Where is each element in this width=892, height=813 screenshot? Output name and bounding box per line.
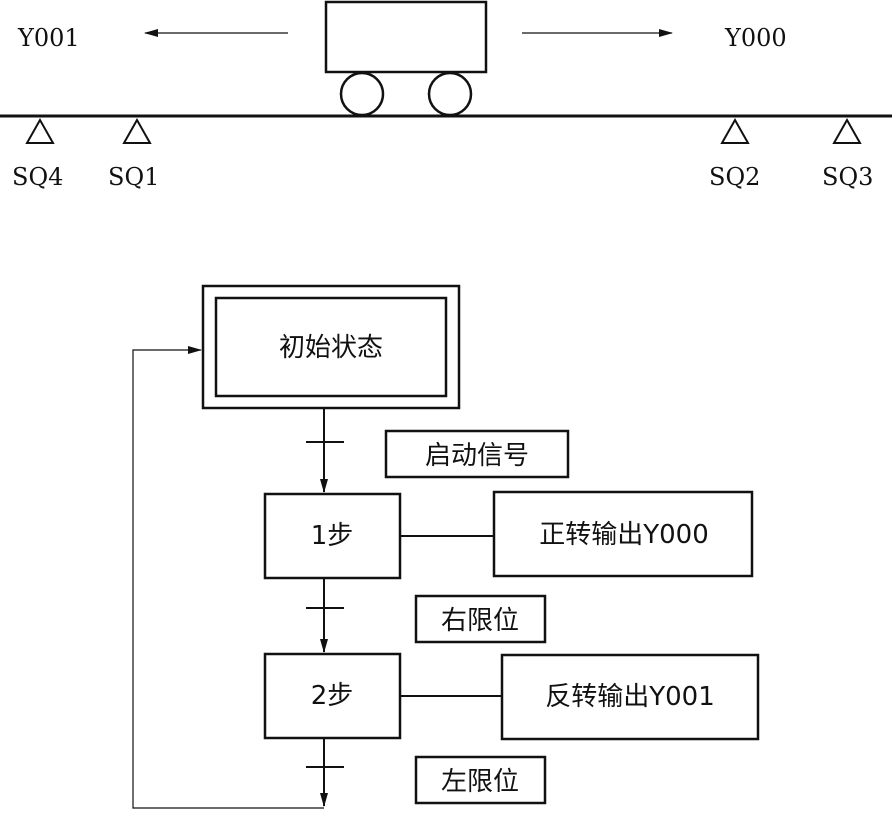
initial-state-label: 初始状态 xyxy=(279,333,383,363)
start-signal-box xyxy=(384,429,570,479)
sensor-sq3-triangle-icon xyxy=(832,117,862,144)
step2-box xyxy=(263,652,402,740)
left-limit-box xyxy=(414,755,547,805)
sensor-sq4: SQ4 xyxy=(12,117,63,191)
step2-label: 2步 xyxy=(311,681,354,711)
right-limit-label: 右限位 xyxy=(441,606,519,636)
cart-illustration xyxy=(324,0,488,117)
sensor-sq1-label: SQ1 xyxy=(108,163,159,191)
step2-action-box xyxy=(500,653,760,741)
initial-state-step: 初始状态 xyxy=(201,284,461,410)
sensor-sq2-label: SQ2 xyxy=(709,163,760,191)
return-loop-line xyxy=(132,346,324,809)
cart-wheel-left xyxy=(339,71,385,117)
step1-action-box xyxy=(492,490,754,578)
sensor-sq3-label: SQ3 xyxy=(822,163,873,191)
step1-label: 1步 xyxy=(311,521,354,551)
cart-wheel-right xyxy=(427,71,473,117)
right-limit-box xyxy=(414,594,547,644)
sensor-sq1-triangle-icon xyxy=(122,117,152,144)
start-signal-label: 启动信号 xyxy=(425,441,529,471)
left-output-label: Y001 xyxy=(17,24,80,52)
step2-action-label: 反转输出Y001 xyxy=(545,682,715,712)
sensor-sq1: SQ1 xyxy=(108,117,159,191)
sensor-sq2: SQ2 xyxy=(709,117,760,191)
step1-action-label: 正转输出Y000 xyxy=(539,520,709,550)
sensor-sq2-triangle-icon xyxy=(720,117,750,144)
sensor-sq3: SQ3 xyxy=(822,117,873,191)
sensor-sq4-label: SQ4 xyxy=(12,163,63,191)
initial-state-inner-box xyxy=(214,296,448,398)
cart-body xyxy=(324,0,488,74)
left-limit-label: 左限位 xyxy=(441,767,519,797)
sensor-sq4-triangle-icon xyxy=(25,117,55,144)
right-output-label: Y000 xyxy=(724,24,787,52)
